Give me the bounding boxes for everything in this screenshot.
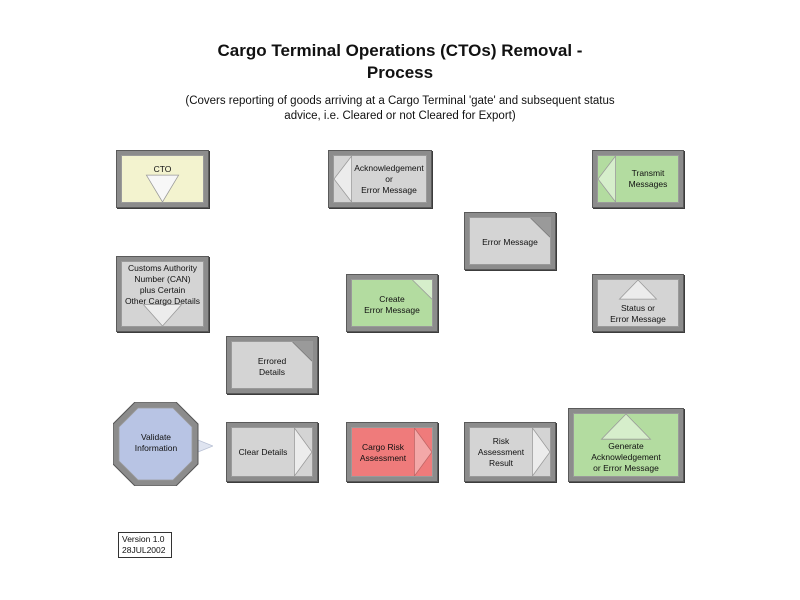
risk-assessment-result-label: Risk Assessment Result <box>477 436 525 468</box>
validate-information-node[interactable]: Validate Information <box>113 402 213 486</box>
create-error-message-node[interactable]: Create Error Message <box>346 274 438 332</box>
version-number: Version 1.0 <box>122 534 165 544</box>
generate-ack-node[interactable]: Generate Acknowledgement or Error Messag… <box>568 408 684 482</box>
transmit-messages-label: Transmit Messages <box>628 168 668 189</box>
down-triangle-icon <box>145 174 180 202</box>
risk-assessment-result-node[interactable]: Risk Assessment Result <box>464 422 556 482</box>
ack-or-error-node[interactable]: Acknowledgement or Error Message <box>328 150 432 208</box>
cargo-risk-assessment-node[interactable]: Cargo Risk Assessment <box>346 422 438 482</box>
left-triangle-icon <box>334 156 353 202</box>
error-message-node[interactable]: Error Message <box>464 212 556 270</box>
can-details-label: Customs Authority Number (CAN) plus Cert… <box>124 263 201 306</box>
right-triangle-icon <box>294 428 312 476</box>
error-message-label: Error Message <box>482 237 538 247</box>
up-triangle-icon <box>618 280 658 300</box>
clear-details-node[interactable]: Clear Details <box>226 422 318 482</box>
create-error-message-label: Create Error Message <box>364 294 420 315</box>
generate-ack-label: Generate Acknowledgement or Error Messag… <box>591 441 661 473</box>
transmit-messages-node[interactable]: Transmit Messages <box>592 150 684 208</box>
version-box: Version 1.0 28JUL2002 <box>118 532 172 558</box>
can-details-node[interactable]: Customs Authority Number (CAN) plus Cert… <box>116 256 209 332</box>
up-triangle-icon <box>600 414 652 440</box>
status-or-error-node[interactable]: Status or Error Message <box>592 274 684 332</box>
diagram-title: Cargo Terminal Operations (CTOs) Removal… <box>217 41 583 82</box>
folded-corner-icon <box>412 280 432 300</box>
errored-details-label: Errored Details <box>257 356 287 377</box>
cto-node[interactable]: CTO <box>116 150 209 208</box>
clear-details-label: Clear Details <box>238 447 288 457</box>
left-triangle-icon <box>598 156 616 202</box>
folded-corner-icon <box>292 342 312 362</box>
right-triangle-icon <box>414 428 432 476</box>
folded-corner-icon <box>530 218 550 238</box>
version-date: 28JUL2002 <box>122 545 166 555</box>
cargo-risk-assessment-label: Cargo Risk Assessment <box>359 442 407 463</box>
ack-or-error-label: Acknowledgement or Error Message <box>354 163 424 195</box>
diagram-subtitle: (Covers reporting of goods arriving at a… <box>185 95 615 122</box>
errored-details-node[interactable]: Errored Details <box>226 336 318 394</box>
octagon-shape <box>113 402 213 486</box>
status-or-error-label: Status or Error Message <box>610 303 666 324</box>
cto-label: CTO <box>153 164 172 174</box>
validate-information-label: Validate Information <box>134 432 178 453</box>
right-triangle-icon <box>532 428 550 476</box>
down-triangle-icon <box>142 304 183 326</box>
